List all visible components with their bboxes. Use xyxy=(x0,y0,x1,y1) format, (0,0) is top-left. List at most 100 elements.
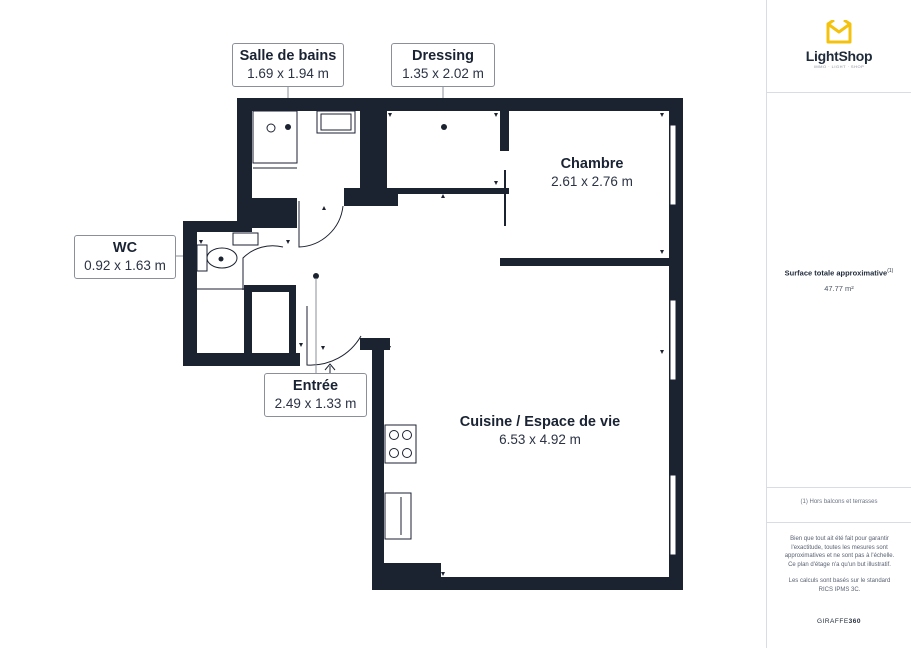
floor-plan-drawing xyxy=(175,87,683,590)
divider xyxy=(767,92,911,93)
room-cuisine: Cuisine / Espace de vie 6.53 x 4.92 m xyxy=(440,413,640,449)
room-dims: 1.69 x 1.94 m xyxy=(247,66,329,81)
tick xyxy=(494,181,498,185)
wall-top xyxy=(237,98,683,111)
burner-4 xyxy=(402,448,412,458)
footnote: (1) Hors balcons et terrasses xyxy=(800,499,878,505)
wall-wc-left xyxy=(183,221,197,366)
toilet-marker xyxy=(218,256,224,262)
credit-logo: GIRAFFE360 xyxy=(767,618,911,625)
walls xyxy=(183,98,683,590)
tick xyxy=(660,113,664,117)
wall-closet xyxy=(500,111,509,151)
room-name: Dressing xyxy=(411,48,475,64)
burner-2 xyxy=(402,430,412,440)
leader-lines xyxy=(175,87,444,373)
burner-1 xyxy=(389,430,399,440)
bath-sink xyxy=(316,110,356,134)
burner-3 xyxy=(389,448,399,458)
tick xyxy=(322,206,326,210)
room-dims: 6.53 x 4.92 m xyxy=(499,432,581,447)
brand-tagline: IMMO · LIGHT · SHOP xyxy=(813,64,865,69)
entry-arrow-head xyxy=(324,363,336,371)
light-point-bath xyxy=(285,124,291,130)
divider xyxy=(767,487,911,488)
info-sidebar: LightShop IMMO · LIGHT · SHOP Surface to… xyxy=(766,0,911,648)
disclaimer-standard: Les calculs sont basés sur le standard R… xyxy=(788,578,891,593)
tick xyxy=(660,350,664,354)
surface-block: Surface totale approximative(1) 47.77 m² xyxy=(767,268,911,293)
door-wc xyxy=(242,245,284,290)
tick xyxy=(286,240,290,244)
wall-bottom-left xyxy=(183,353,300,366)
window-living-2 xyxy=(669,474,677,556)
fixtures xyxy=(196,110,506,540)
bath-sink-basin xyxy=(320,113,352,131)
room-name: WC xyxy=(112,240,138,256)
wc-sink xyxy=(232,232,259,246)
markers xyxy=(199,113,664,576)
room-chambre: Chambre 2.61 x 2.76 m xyxy=(532,155,652,191)
tick xyxy=(388,113,392,117)
wall-chambre-bottom xyxy=(500,258,672,266)
brand-name: LightShop xyxy=(805,48,873,64)
lightshop-logo-icon xyxy=(826,20,852,44)
surface-title-text: Surface totale approximative xyxy=(784,268,888,278)
surface-title: Surface totale approximative(1) xyxy=(767,268,911,278)
wall-bottom xyxy=(372,577,683,590)
tick xyxy=(321,346,325,350)
shower xyxy=(252,110,298,164)
wall-counter-notch xyxy=(384,563,441,577)
door-bath xyxy=(298,201,344,248)
callout-salle-de-bains: Salle de bains 1.69 x 1.94 m xyxy=(232,43,344,87)
wall-living-left xyxy=(372,338,384,590)
light-point-dressing xyxy=(441,124,447,130)
callout-dressing: Dressing 1.35 x 2.02 m xyxy=(391,43,495,87)
tick xyxy=(348,194,352,198)
wall-storage-top xyxy=(244,285,296,292)
wall-wc-top xyxy=(183,221,252,232)
divider xyxy=(767,522,911,523)
door-entry xyxy=(306,306,362,366)
room-name: Entrée xyxy=(292,378,339,394)
wall-junction xyxy=(237,198,297,228)
wall-storage-right xyxy=(289,285,296,355)
credit-suffix: 360 xyxy=(848,618,862,625)
wall-dressing-bottom xyxy=(387,188,509,194)
room-name: Salle de bains xyxy=(239,48,337,64)
wall-bath-left xyxy=(237,98,252,228)
surface-footnote-mark: (1) xyxy=(887,268,894,274)
tick xyxy=(387,346,391,350)
tick xyxy=(441,572,445,576)
callout-wc: WC 0.92 x 1.63 m xyxy=(74,235,176,279)
disclaimer: Bien que tout ait été fait pour garantir… xyxy=(781,535,898,602)
brand-logo: LightShop IMMO · LIGHT · SHOP xyxy=(767,20,911,70)
toilet-tank xyxy=(196,244,208,272)
tick xyxy=(199,240,203,244)
window-chambre xyxy=(669,124,677,206)
wall-storage-left xyxy=(244,285,252,355)
tick xyxy=(660,250,664,254)
wall-bath-bottom xyxy=(344,188,398,206)
shower-drain xyxy=(266,123,276,133)
wall-entry-corner xyxy=(360,338,390,350)
window-living-1 xyxy=(669,299,677,381)
toilet-bowl xyxy=(206,247,238,269)
room-dims: 0.92 x 1.63 m xyxy=(84,258,166,273)
kitchen-sink xyxy=(384,492,412,540)
surface-value: 47.77 m² xyxy=(824,283,854,293)
room-name: Cuisine / Espace de vie xyxy=(459,414,621,430)
stove xyxy=(384,424,417,464)
room-name: Chambre xyxy=(560,156,624,172)
room-dims: 2.61 x 2.76 m xyxy=(551,174,633,189)
tick xyxy=(494,113,498,117)
room-dims: 1.35 x 2.02 m xyxy=(402,66,484,81)
light-point-entry xyxy=(313,273,319,279)
disclaimer-text: Bien que tout ait été fait pour garantir… xyxy=(784,536,895,568)
tick xyxy=(299,343,303,347)
room-dims: 2.49 x 1.33 m xyxy=(274,396,357,411)
callout-entree: Entrée 2.49 x 1.33 m xyxy=(264,373,367,417)
floor-plan: Chambre 2.61 x 2.76 m Cuisine / Espace d… xyxy=(74,43,683,590)
windows xyxy=(669,124,677,556)
credit-prefix: GIRAFFE xyxy=(816,618,849,625)
